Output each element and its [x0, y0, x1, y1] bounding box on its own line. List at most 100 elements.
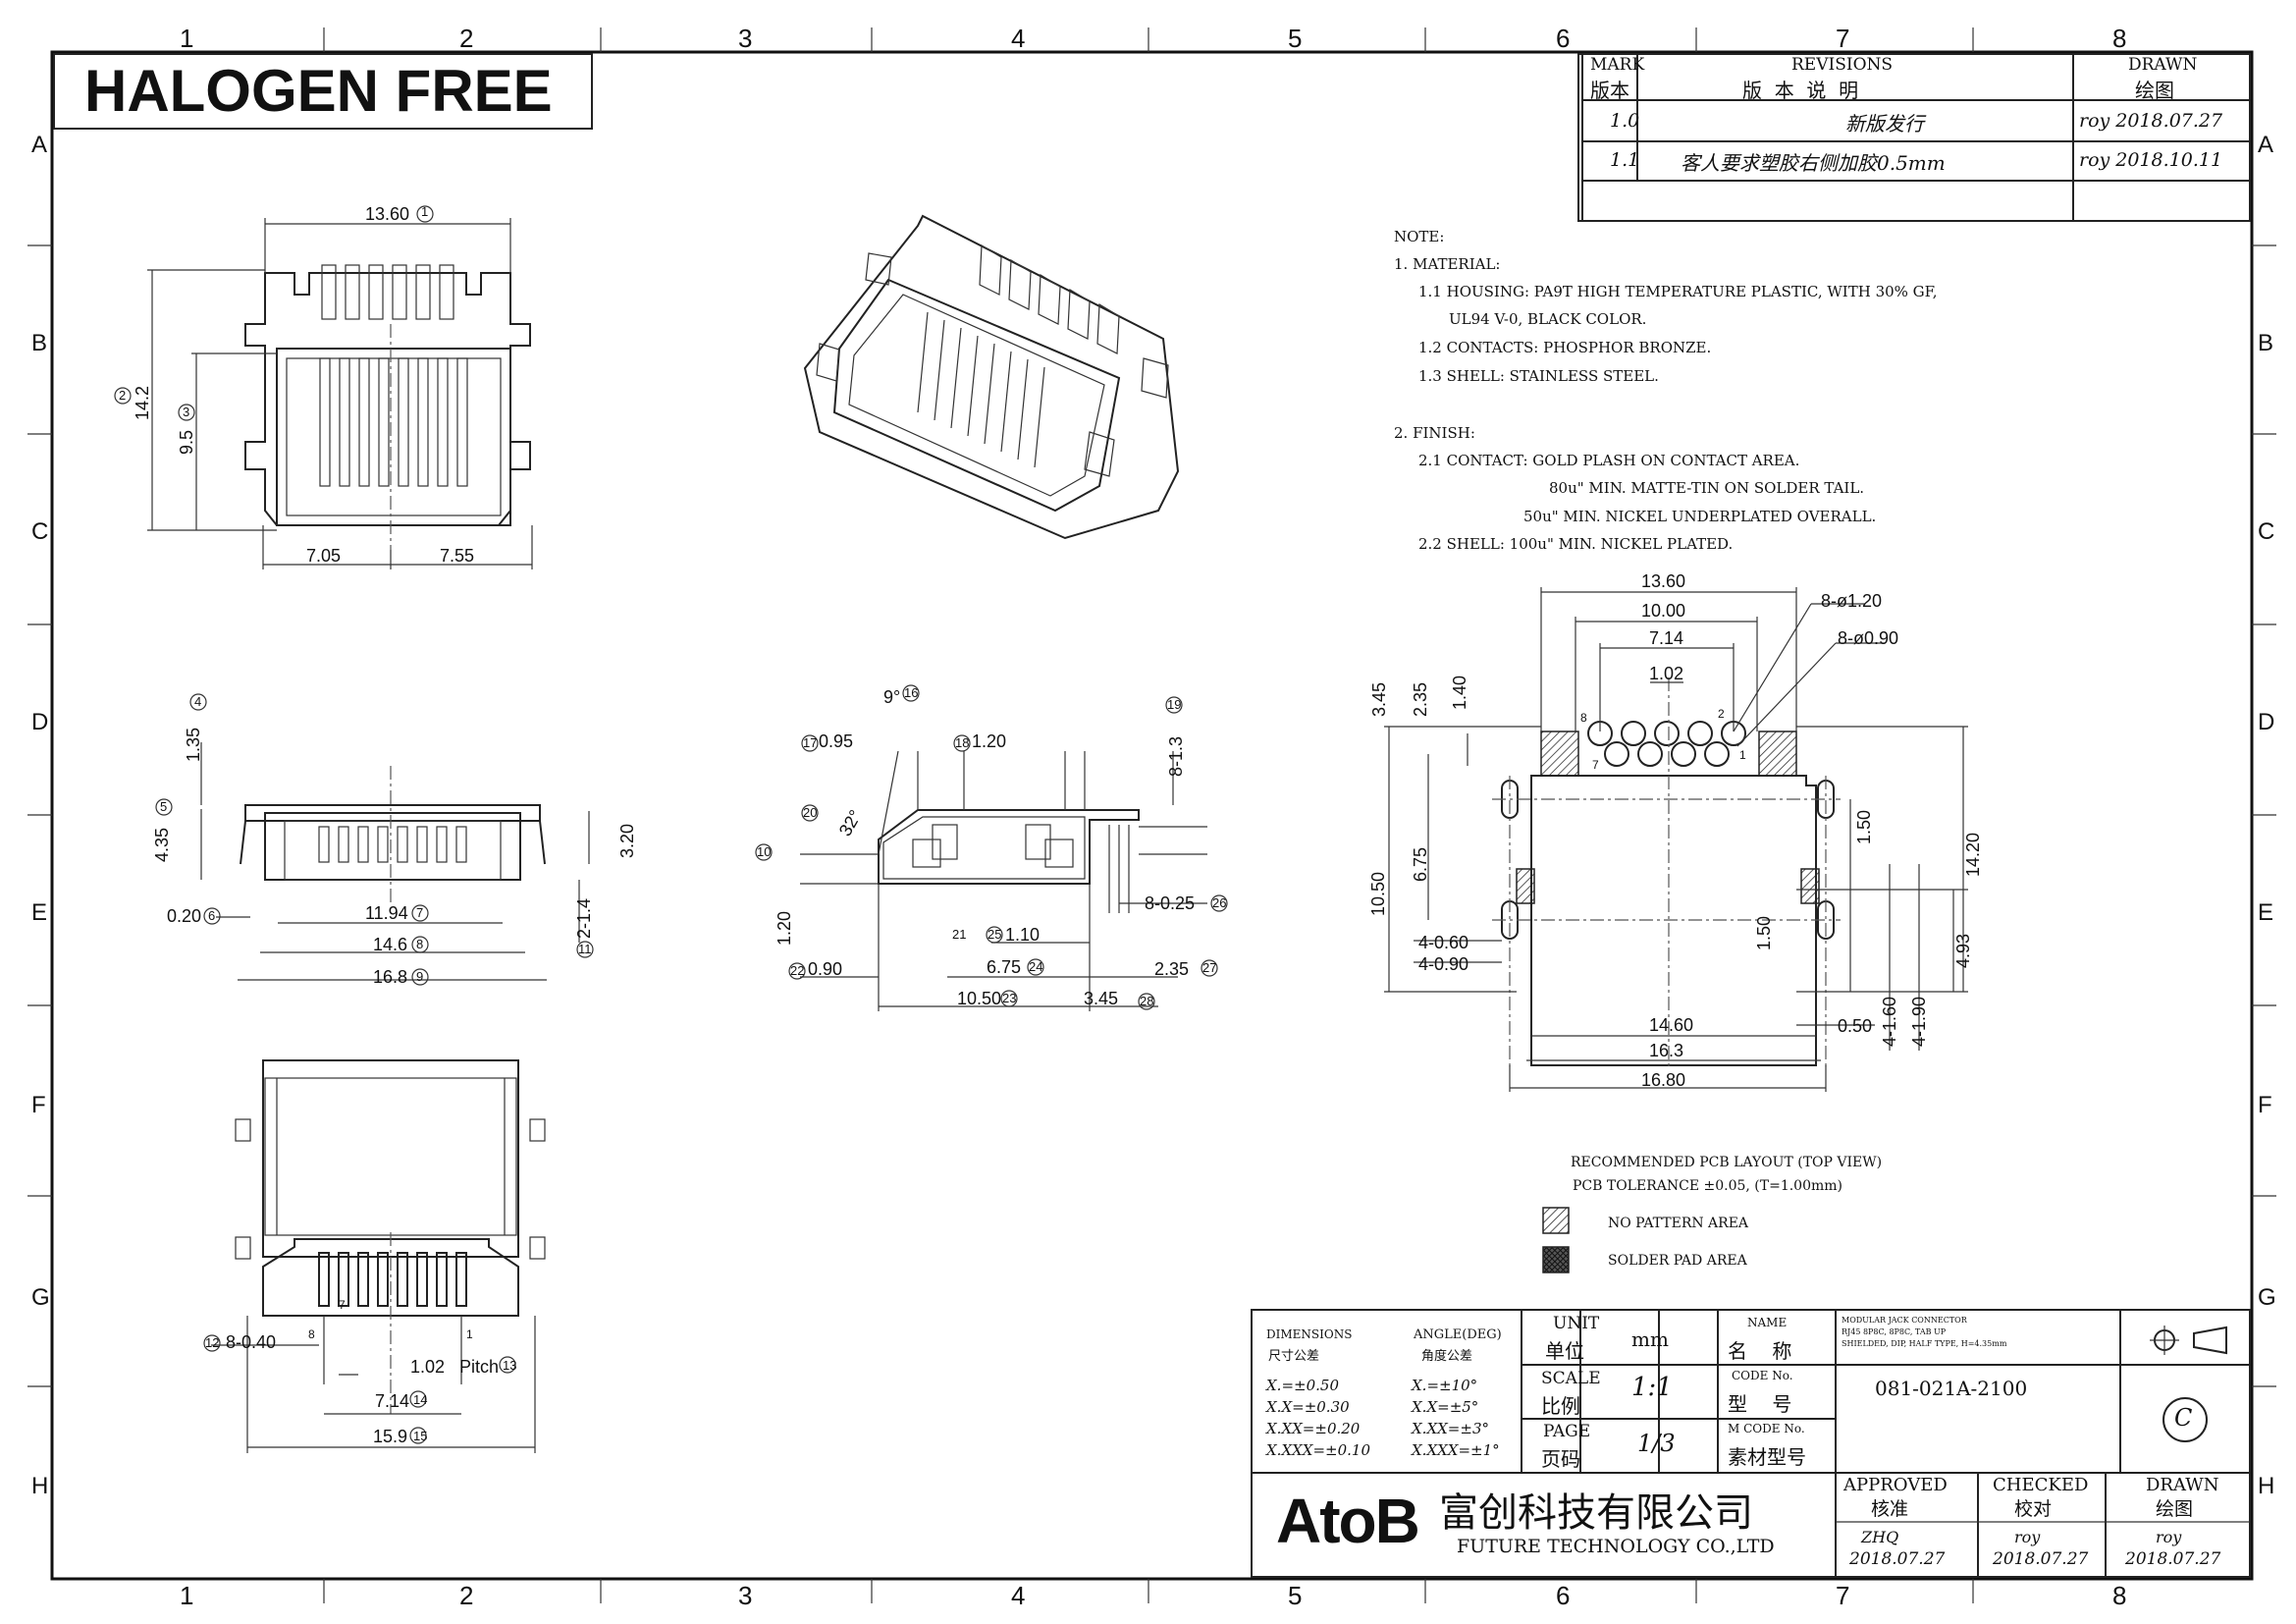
tb-atol: X.=±10° — [1412, 1377, 1478, 1394]
halogen-free-box — [53, 53, 593, 130]
tb-scale-val: 1:1 — [1631, 1373, 1673, 1402]
dim-label: 0.95 — [819, 731, 854, 751]
tb-checked-en: CHECKED — [1993, 1475, 2089, 1495]
tb-tol: X.XXX=±0.10 — [1266, 1441, 1371, 1459]
tb-approved-en: APPROVED — [1843, 1475, 1948, 1495]
grid-row-H: H — [31, 1473, 49, 1499]
rev-row2-drawn: roy 2018.10.11 — [2079, 149, 2223, 171]
dim-label: 14.2 — [133, 385, 153, 421]
dim-label: 15.9 — [373, 1427, 408, 1446]
pcb-caption: RECOMMENDED PCB LAYOUT (TOP VIEW) — [1571, 1155, 1883, 1170]
dim-label: 7.14 — [1649, 628, 1684, 648]
dim-label: 7.55 — [440, 546, 475, 566]
dim-label: 14.60 — [1649, 1015, 1694, 1035]
bottom-view — [203, 1059, 546, 1453]
rev-drawn-cn: 绘图 — [2135, 79, 2174, 102]
note-line: UL94 V-0, BLACK COLOR. — [1449, 310, 1647, 328]
dim-label: 10.00 — [1641, 601, 1686, 621]
tb-ang-cn: 角度公差 — [1421, 1349, 1473, 1364]
tb-name-val: MODULAR JACK CONNECTOR — [1842, 1316, 1967, 1325]
pin-label: 7 — [339, 1298, 346, 1312]
tb-unit-en: UNIT — [1553, 1314, 1600, 1333]
company-name-en: FUTURE TECHNOLOGY CO.,LTD — [1457, 1536, 1775, 1557]
tb-checked-cn: 校对 — [2014, 1498, 2053, 1520]
dim-label: 1.20 — [972, 731, 1007, 751]
rev-row2-desc: 客人要求塑胶右侧加胶0.5mm — [1681, 151, 1946, 175]
note-line: 2. FINISH: — [1394, 424, 1475, 442]
grid-col-1: 1 — [180, 24, 194, 53]
tb-ang-en: ANGLE(DEG) — [1414, 1327, 1502, 1342]
dim-label: 11.94 — [365, 903, 408, 923]
isometric-view — [803, 214, 1180, 540]
rev-revisions-cn: 版 本 说 明 — [1742, 79, 1859, 102]
tb-page-en: PAGE — [1543, 1422, 1591, 1441]
tb-tol: X.=±0.50 — [1266, 1377, 1339, 1394]
dim-label: 4-0.90 — [1418, 954, 1469, 974]
callout-number: 14 — [413, 1392, 428, 1407]
dim-label: 6.75 — [1411, 846, 1431, 883]
dim-label: 8-ø0.90 — [1838, 628, 1899, 648]
note-line: 1. MATERIAL: — [1394, 255, 1501, 273]
dim-label: 16.3 — [1649, 1041, 1684, 1060]
dim-label: 3.45 — [1369, 681, 1390, 718]
rev-mark-en: MARK — [1590, 55, 1645, 75]
callout-number: 12 — [205, 1335, 220, 1350]
dim-label: 1.35 — [184, 727, 204, 763]
dim-label: 2-1.4 — [574, 897, 595, 940]
rev-mark-cn: 版本 — [1590, 79, 1629, 102]
tb-page-cn: 页码 — [1541, 1447, 1580, 1471]
dim-label: 13.60 — [365, 204, 410, 224]
tb-drawn-by: roy — [2156, 1528, 2182, 1546]
dim-label: 4.35 — [152, 827, 173, 863]
dim-label: 1.50 — [1854, 809, 1875, 845]
grid-col-6b: 6 — [1556, 1581, 1571, 1610]
grid-col-2b: 2 — [459, 1581, 474, 1610]
callout-number: 23 — [1002, 991, 1017, 1005]
grid-col-5b: 5 — [1288, 1581, 1303, 1610]
grid-col-5: 5 — [1288, 24, 1303, 53]
rev-row1-drawn: roy 2018.07.27 — [2079, 110, 2223, 132]
dim-label: 13.60 — [1641, 571, 1686, 591]
tb-unit-val: mm — [1631, 1327, 1669, 1351]
dim-label: Pitch — [459, 1357, 500, 1377]
grid-row-F: F — [31, 1092, 46, 1118]
tb-name-val: RJ45 8P8C, 8P8C, TAB UP — [1842, 1327, 1947, 1336]
tb-approved-date: 2018.07.27 — [1849, 1549, 1946, 1569]
callout-number: 17 — [803, 735, 818, 750]
callout-number: 8 — [416, 937, 424, 951]
callout-number: 25 — [988, 927, 1002, 942]
dim-label: 0.50 — [1838, 1016, 1873, 1036]
legend-label: SOLDER PAD AREA — [1608, 1253, 1747, 1269]
tb-dim-cn: 尺寸公差 — [1268, 1349, 1320, 1364]
grid-row-B: B — [31, 330, 48, 356]
legend-no-pattern-swatch — [1542, 1207, 1570, 1234]
callout-number: 20 — [803, 805, 818, 820]
dim-label: 1.02 — [410, 1357, 446, 1377]
front-view — [114, 205, 533, 569]
dim-label: 1.50 — [1754, 915, 1775, 951]
dim-label: 1.10 — [1005, 925, 1041, 945]
grid-col-4b: 4 — [1011, 1581, 1026, 1610]
tb-checked-by: roy — [2014, 1528, 2041, 1546]
dim-label: 14.6 — [373, 935, 408, 954]
dim-label: 1.20 — [774, 910, 795, 947]
dim-label: 2.35 — [1411, 681, 1431, 718]
callout-number: 19 — [1167, 697, 1182, 712]
pin-label: 1 — [466, 1327, 473, 1341]
halogen-free-label: HALOGEN FREE — [84, 58, 553, 124]
pin-label: 8 — [1580, 711, 1587, 725]
callout-number: 21 — [952, 927, 967, 942]
tb-unit-cn: 单位 — [1545, 1339, 1584, 1363]
tb-scale-en: SCALE — [1541, 1369, 1601, 1388]
grid-col-7b: 7 — [1836, 1581, 1850, 1610]
grid-row-G: G — [31, 1284, 50, 1311]
grid-row-F-right: F — [2258, 1092, 2272, 1118]
grid-row-C-right: C — [2258, 518, 2275, 545]
tb-atol: X.XX=±3° — [1412, 1420, 1489, 1437]
dim-label: 8-0.40 — [226, 1332, 277, 1352]
side-view — [155, 693, 594, 986]
tb-drawn-cn: 绘图 — [2156, 1498, 2194, 1520]
callout-number: 24 — [1029, 959, 1043, 974]
pin-label: 1 — [1739, 748, 1746, 762]
tb-approved-cn: 核准 — [1871, 1498, 1909, 1520]
